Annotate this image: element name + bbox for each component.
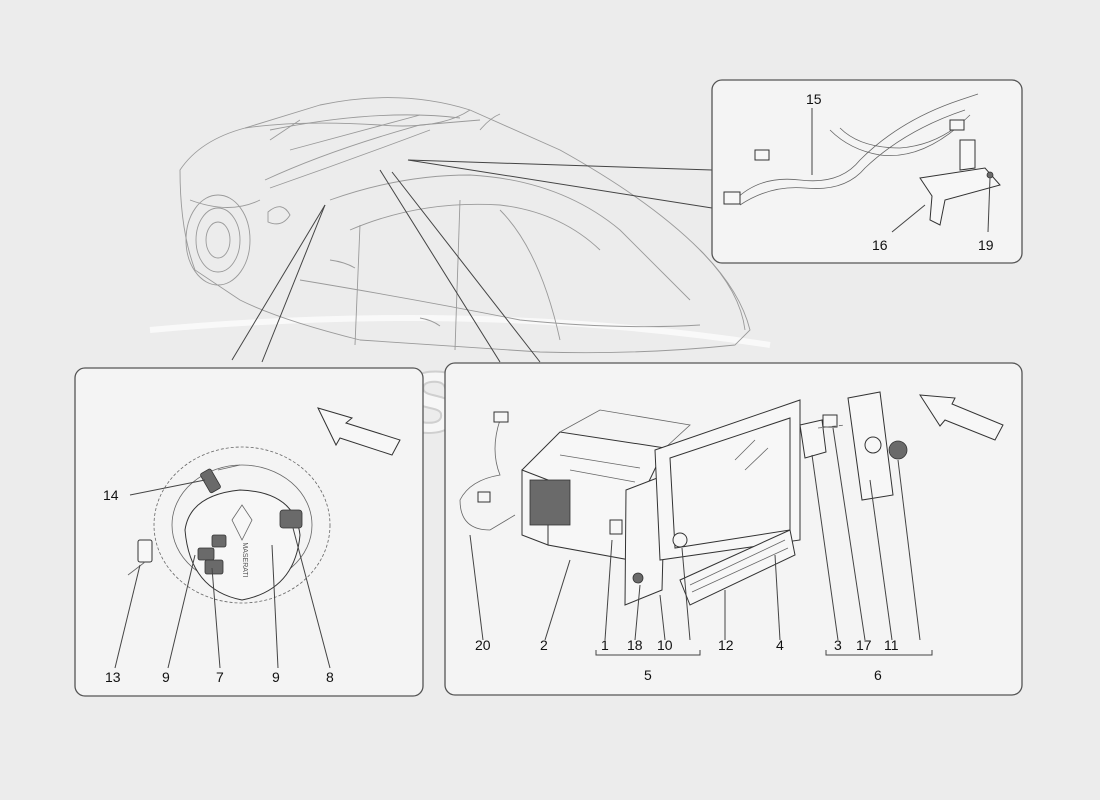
- callout-5: 5: [644, 667, 652, 683]
- callout-13: 13: [105, 669, 121, 685]
- callout-10: 10: [657, 637, 673, 653]
- callout-9-right: 9: [272, 669, 280, 685]
- panel-head-unit: [444, 362, 1023, 696]
- callout-15: 15: [806, 91, 822, 107]
- callout-18: 18: [627, 637, 643, 653]
- callout-19: 19: [978, 237, 994, 253]
- watermark-swoosh: [149, 315, 771, 348]
- callout-17: 17: [856, 637, 872, 653]
- svg-text:MASERATI: MASERATI: [241, 542, 248, 577]
- callout-6: 6: [874, 667, 882, 683]
- callout-7: 7: [216, 669, 224, 685]
- callout-3: 3: [834, 637, 842, 653]
- callout-12: 12: [718, 637, 734, 653]
- callout-1: 1: [601, 637, 609, 653]
- callout-4: 4: [776, 637, 784, 653]
- panel-steering-wheel: MASERATI: [74, 367, 424, 697]
- panel-harness: [711, 79, 1023, 264]
- callout-2: 2: [540, 637, 548, 653]
- car-outline: [179, 97, 751, 354]
- callout-20: 20: [475, 637, 491, 653]
- callout-14: 14: [103, 487, 119, 503]
- leader-lines: [231, 159, 713, 363]
- callout-8: 8: [326, 669, 334, 685]
- callout-labels: 15 16 19 14 13 9 7 9 8 20 2 1 18 10 12 4…: [103, 91, 994, 685]
- callout-16: 16: [872, 237, 888, 253]
- callout-11: 11: [884, 637, 899, 653]
- callout-9-left: 9: [162, 669, 170, 685]
